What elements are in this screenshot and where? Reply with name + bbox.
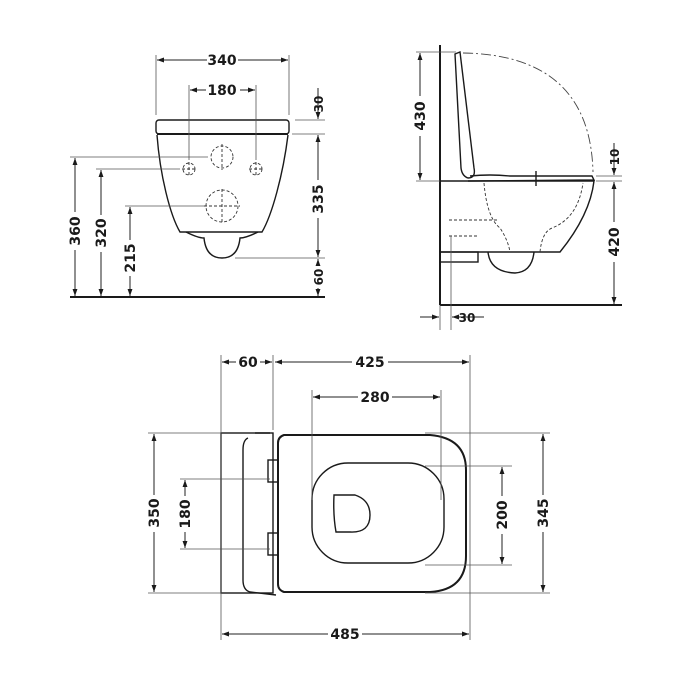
dim-opening-width: 200 [495,500,511,529]
dim-bowl-projection: 425 [355,355,384,371]
trap-front [185,231,259,259]
seat-side [467,174,596,182]
dim-opening-length: 280 [360,390,389,406]
bowl-side [440,180,595,253]
dim-overall-length: 485 [330,627,359,643]
dim-fixing-spacing: 180 [207,83,236,99]
wall-bracket [439,251,479,263]
dim-rim-height: 420 [607,227,623,256]
bowl-inner-side [483,182,584,253]
seat-front [155,119,290,135]
cistern-block [220,432,274,594]
trap-side [487,251,535,274]
dim-outlet-height: 215 [123,243,139,272]
top-view: 60 425 280 350 180 200 345 485 [147,355,552,643]
dim-bottom-clearance: 60 [312,269,326,286]
dim-seat-width: 345 [536,498,552,527]
dim-bowl-height: 335 [311,184,327,213]
dim-seat-thickness: 30 [312,96,326,113]
front-view: 340 180 30 335 60 360 320 215 [68,53,327,298]
seat-top [277,434,467,593]
pipe-dashed [449,219,497,237]
lid-swing-arc [462,52,594,173]
dim-top-width: 350 [147,498,163,527]
dim-cistern-depth: 60 [238,355,258,371]
outlet-hole [205,189,239,223]
dim-front-width: 340 [207,53,236,69]
bowl-front [156,134,289,233]
dim-hinge-spacing: 180 [178,499,194,528]
side-view: 430 10 420 30 [413,45,623,330]
seat-opening [311,462,445,564]
dim-fixing-height: 320 [94,218,110,247]
dim-wall-offset: 30 [459,311,476,325]
dim-seat-gap: 10 [608,149,622,166]
drain-opening [333,494,371,533]
lid-raised [454,51,476,179]
dim-lid-height: 430 [413,101,429,130]
dim-inlet-height: 360 [68,216,84,245]
